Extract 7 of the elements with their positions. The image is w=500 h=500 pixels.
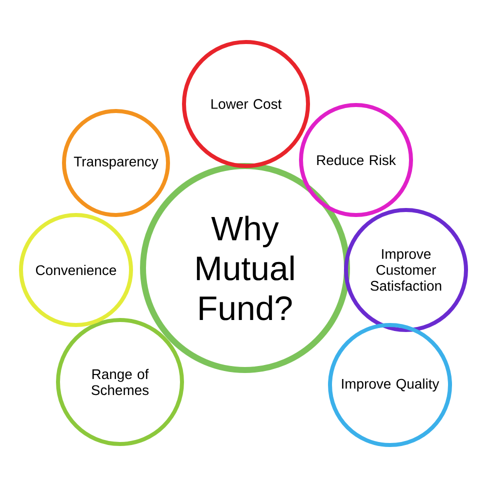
circle-node: Improve Customer Satisfaction xyxy=(344,208,468,332)
circle-node: Convenience xyxy=(19,213,133,327)
circle-node: Reduce Risk xyxy=(299,103,413,217)
circle-node: Improve Quality xyxy=(328,323,452,447)
circle-node: Transparency xyxy=(62,109,170,217)
circle-node: Lower Cost xyxy=(182,40,310,168)
circle-node: Range of Schemes xyxy=(56,318,184,446)
